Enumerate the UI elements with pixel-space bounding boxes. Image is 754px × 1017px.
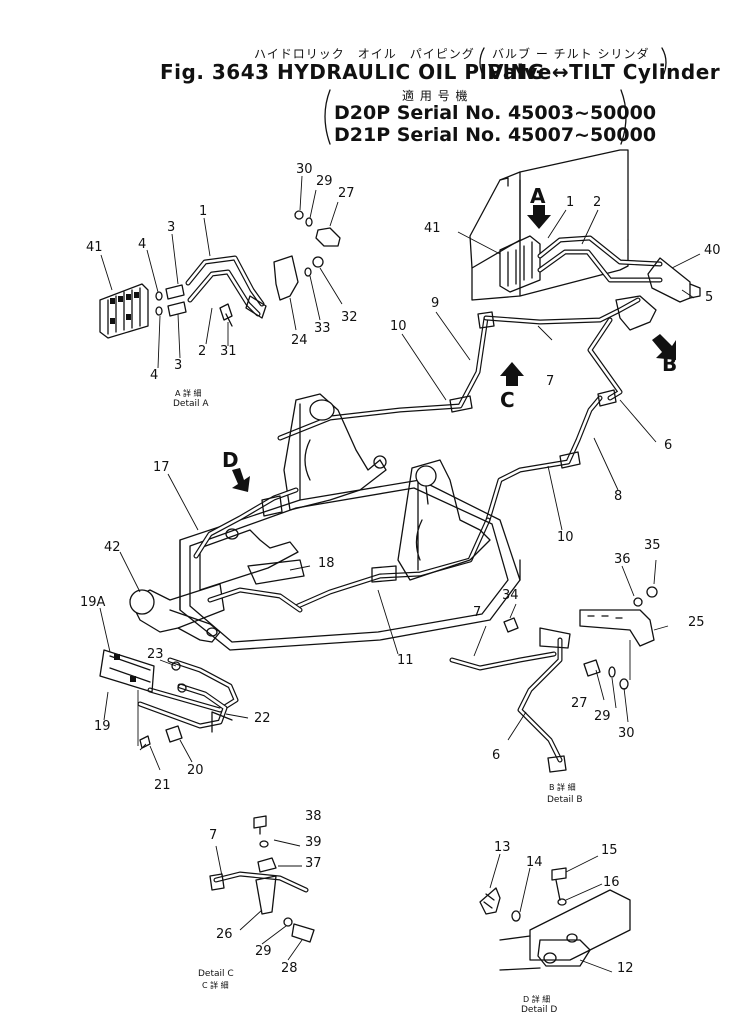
detail-c-drawing [209,815,315,961]
callout-a-2: 2 [198,344,207,359]
serial-bracket-left [324,89,331,145]
callout-b-30: 30 [618,726,635,741]
detail-a-caption-jp: A 詳 細 [175,389,202,398]
callout-m-17: 17 [153,460,170,475]
callout-m-40: 40 [704,243,721,258]
callout-m-18: 18 [318,556,335,571]
callout-d-14: 14 [526,855,543,870]
callout-m-23: 23 [147,647,164,662]
callout-b-6: 6 [492,748,501,763]
arrow-label-a: A [530,184,546,208]
detail-c-caption-jp: C 詳 細 [202,981,229,990]
callout-b-29: 29 [594,709,611,724]
callout-d-12: 12 [617,961,634,976]
callout-a-4-top: 4 [138,237,147,252]
callout-m-20: 20 [187,763,204,778]
arrow-label-b: B [662,352,678,376]
callout-a-33: 33 [314,321,331,336]
applicable-kana: 適 用 号 機 [402,89,469,103]
callout-a-32: 32 [341,310,358,325]
callout-d-13: 13 [494,840,511,855]
subtitle-kana: バルブ ー チルト シリンダ [492,47,650,61]
callout-c-39: 39 [305,835,322,850]
callout-c-38: 38 [305,809,322,824]
callout-m-22: 22 [254,711,271,726]
detail-a-caption: Detail A [173,399,209,409]
callout-m-19: 19 [94,719,111,734]
callout-b-36: 36 [614,552,631,567]
callout-a-24: 24 [291,333,308,348]
callout-m-42: 42 [104,540,121,555]
callout-d-16: 16 [603,875,620,890]
callout-m-1: 1 [566,195,575,210]
callout-c-37: 37 [305,856,322,871]
callout-m-9: 9 [431,296,440,311]
detail-c-caption: Detail C [198,969,234,979]
detail-b-caption: Detail B [547,795,583,805]
callout-b-35: 35 [644,538,661,553]
callout-m-7: 7 [546,374,555,389]
main-assembly-drawing [99,149,701,771]
callout-m-11: 11 [397,653,414,668]
detail-b-caption-jp: B 詳 細 [549,783,576,792]
callout-a-1: 1 [199,204,208,219]
callout-b-7: 7 [473,605,482,620]
callout-c-26: 26 [216,927,233,942]
callout-a-30: 30 [296,162,313,177]
callout-b-27: 27 [571,696,588,711]
callout-m-10-mid: 10 [557,530,574,545]
callout-a-27: 27 [338,186,355,201]
serial-bracket-right [620,89,627,145]
serial-d20p: D20P Serial No. 45003~50000 [334,102,657,124]
callout-c-29: 29 [255,944,272,959]
figure-title: Fig. 3643 HYDRAULIC OIL PIPING [160,60,545,84]
title-kana: ハイドロリック オイル パイピング [254,47,475,61]
callout-m-8: 8 [614,489,623,504]
detail-d-caption: Detail D [521,1005,558,1015]
arrow-label-d: D [222,448,239,472]
callout-a-3-bot: 3 [174,358,183,373]
serial-d21p: D21P Serial No. 45007~50000 [334,124,657,146]
callout-m-2: 2 [593,195,602,210]
callout-d-15: 15 [601,843,618,858]
view-arrows [232,205,676,492]
title-bracket-left [479,47,485,79]
title-bracket-right [661,47,667,79]
callout-a-4-bot: 4 [150,368,159,383]
callout-m-21: 21 [154,778,171,793]
callout-a-29: 29 [316,174,333,189]
detail-d-caption-jp: D 詳 細 [523,995,551,1004]
callout-b-25: 25 [688,615,705,630]
callout-m-41: 41 [424,221,441,236]
callout-c-7: 7 [209,828,218,843]
callout-m-5: 5 [705,290,714,305]
callout-a-3-top: 3 [167,220,176,235]
detail-d-drawing [479,853,631,973]
detail-a-drawing [99,175,343,369]
arrow-label-c: C [500,388,515,412]
callout-m-19a: 19A [80,595,106,610]
figure-subtitle: Valve↔TILT Cylinder [488,60,721,84]
callout-m-10-top: 10 [390,319,407,334]
callout-a-31: 31 [220,344,237,359]
callout-m-6: 6 [664,438,673,453]
callout-b-34: 34 [502,588,519,603]
callout-c-28: 28 [281,961,298,976]
callout-a-41: 41 [86,240,103,255]
detail-b-drawing [449,559,669,773]
